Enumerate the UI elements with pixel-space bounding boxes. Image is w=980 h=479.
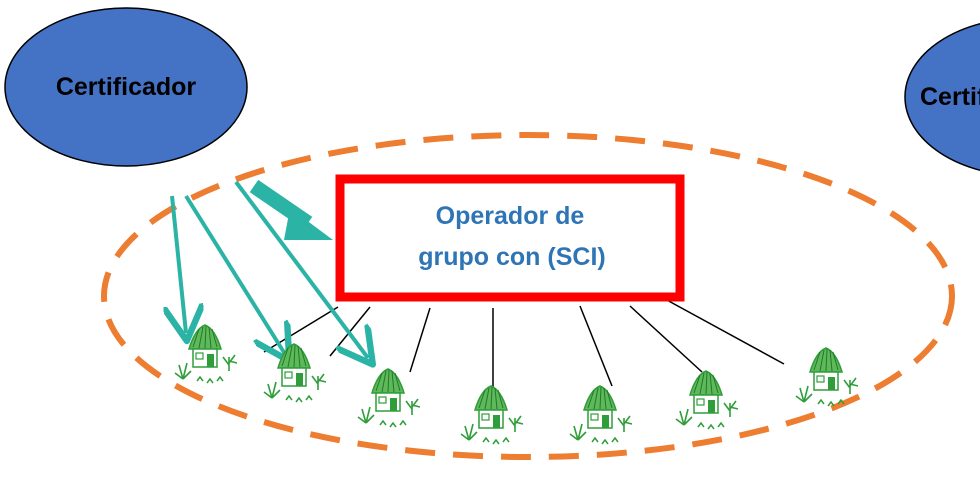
- connector-line: [664, 298, 785, 365]
- certifier-left-ellipse: [4, 7, 248, 167]
- group-operator-box: [335, 174, 685, 302]
- group-operator-node: Operador de grupo con (SCI): [335, 174, 685, 302]
- thatched-hut-icon: [795, 347, 859, 407]
- thatched-hut-icon: [174, 324, 238, 384]
- certifier-to-operator-arrow: [249, 179, 333, 240]
- thatched-hut-icon: [675, 370, 739, 430]
- thatched-hut-icon: [357, 368, 421, 428]
- thick-arrow-head: [284, 208, 333, 240]
- certifier-left-label: Certificador: [56, 73, 197, 101]
- connector-line: [263, 306, 339, 353]
- connector-line: [579, 305, 613, 387]
- connector-lines: [263, 298, 785, 387]
- group-operator-label-line2: grupo con (SCI): [418, 243, 605, 271]
- teal-arrow: [184, 194, 285, 354]
- group-boundary-ellipse: [101, 132, 955, 460]
- thatched-hut-icon: [460, 385, 524, 445]
- teal-arrow: [234, 180, 368, 358]
- certifier-right-node: Certificador: [904, 23, 980, 171]
- group-operator-label-line1: Operador de: [436, 202, 585, 230]
- connector-line: [409, 307, 431, 373]
- connector-line: [629, 305, 703, 373]
- certifier-left-node: Certificador: [4, 7, 248, 167]
- thatched-hut-icon: [569, 385, 633, 445]
- direct-inspection-arrows: [172, 180, 368, 358]
- teal-arrow: [172, 195, 186, 333]
- certifier-right-ellipse: [904, 23, 980, 171]
- thatched-hut-icon: [263, 343, 327, 403]
- certifier-right-label: Certificador: [920, 83, 980, 111]
